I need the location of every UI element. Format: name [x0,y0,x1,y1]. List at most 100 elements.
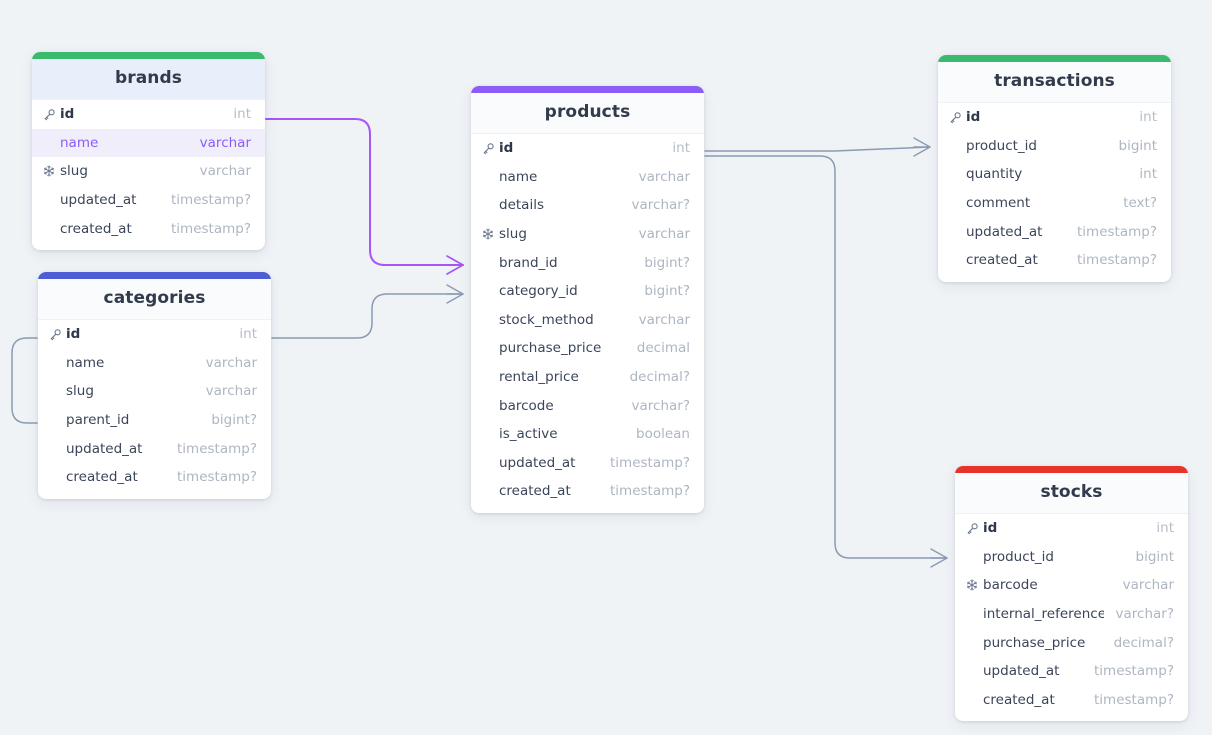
table-title-products[interactable]: products [471,93,704,134]
key-icon [43,108,60,121]
edge-brands-products [265,118,464,275]
field-row-products-updated_at[interactable]: updated_at timestamp? [471,449,704,478]
field-name: internal_reference [983,606,1104,623]
field-name: parent_id [66,412,130,429]
field-type: varchar [638,168,690,185]
snowflake-icon [482,228,499,240]
field-type: decimal [636,340,690,357]
field-name: brand_id [499,254,558,271]
table-accent-bar-transactions [938,55,1171,62]
table-title-brands[interactable]: brands [32,59,265,100]
field-name: updated_at [499,454,576,471]
field-type: timestamp? [1094,691,1174,708]
field-type: timestamp? [171,220,251,237]
field-type: timestamp? [177,440,257,457]
field-type: timestamp? [1094,663,1174,680]
field-name: id [966,109,981,126]
field-name: id [66,326,81,343]
field-name: quantity [966,166,1023,183]
field-type: decimal? [629,369,690,386]
field-row-products-details[interactable]: details varchar? [471,191,704,220]
table-title-stocks[interactable]: stocks [955,473,1188,514]
table-title-categories[interactable]: categories [38,279,271,320]
key-icon [949,111,966,124]
field-name: details [499,197,544,214]
field-name: purchase_price [499,340,602,357]
edge-products-stocks [704,155,948,568]
field-row-categories-parent_id[interactable]: parent_id bigint? [38,406,271,435]
field-name: product_id [983,548,1054,565]
field-type: varchar? [631,197,690,214]
card-bottom-padding [938,275,1171,282]
field-type: bigint? [211,412,257,429]
field-type: timestamp? [177,469,257,486]
field-row-products-rental_price[interactable]: rental_price decimal? [471,363,704,392]
field-row-stocks-updated_at[interactable]: updated_at timestamp? [955,657,1188,686]
field-row-products-brand_id[interactable]: brand_id bigint? [471,248,704,277]
field-type: decimal? [1113,634,1174,651]
field-type: varchar? [631,397,690,414]
field-type: boolean [636,426,690,443]
field-name: created_at [499,483,571,500]
table-accent-bar-products [471,86,704,93]
field-row-categories-id[interactable]: id int [38,320,271,349]
field-name: slug [66,383,94,400]
edge-categories-self [11,337,38,424]
field-type: bigint? [644,254,690,271]
snowflake-icon [43,165,60,178]
field-name: updated_at [983,663,1060,680]
field-name: slug [60,163,88,180]
field-type: bigint? [644,283,690,300]
field-row-categories-updated_at[interactable]: updated_at timestamp? [38,434,271,463]
field-type: timestamp? [610,454,690,471]
field-type: timestamp? [171,192,251,209]
field-name: created_at [983,691,1055,708]
field-row-stocks-created_at[interactable]: created_at timestamp? [955,686,1188,715]
card-bottom-padding [471,506,704,513]
field-type: text? [1123,195,1157,212]
field-type: int [233,106,251,123]
field-type: int [672,140,690,157]
table-title-transactions[interactable]: transactions [938,62,1171,103]
field-name: rental_price [499,369,579,386]
field-type: int [239,326,257,343]
field-type: varchar [205,354,257,371]
field-row-products-purchase_price[interactable]: purchase_price decimal [471,334,704,363]
edge-categories-products [271,284,464,339]
field-name: updated_at [66,440,143,457]
field-name: updated_at [966,223,1043,240]
